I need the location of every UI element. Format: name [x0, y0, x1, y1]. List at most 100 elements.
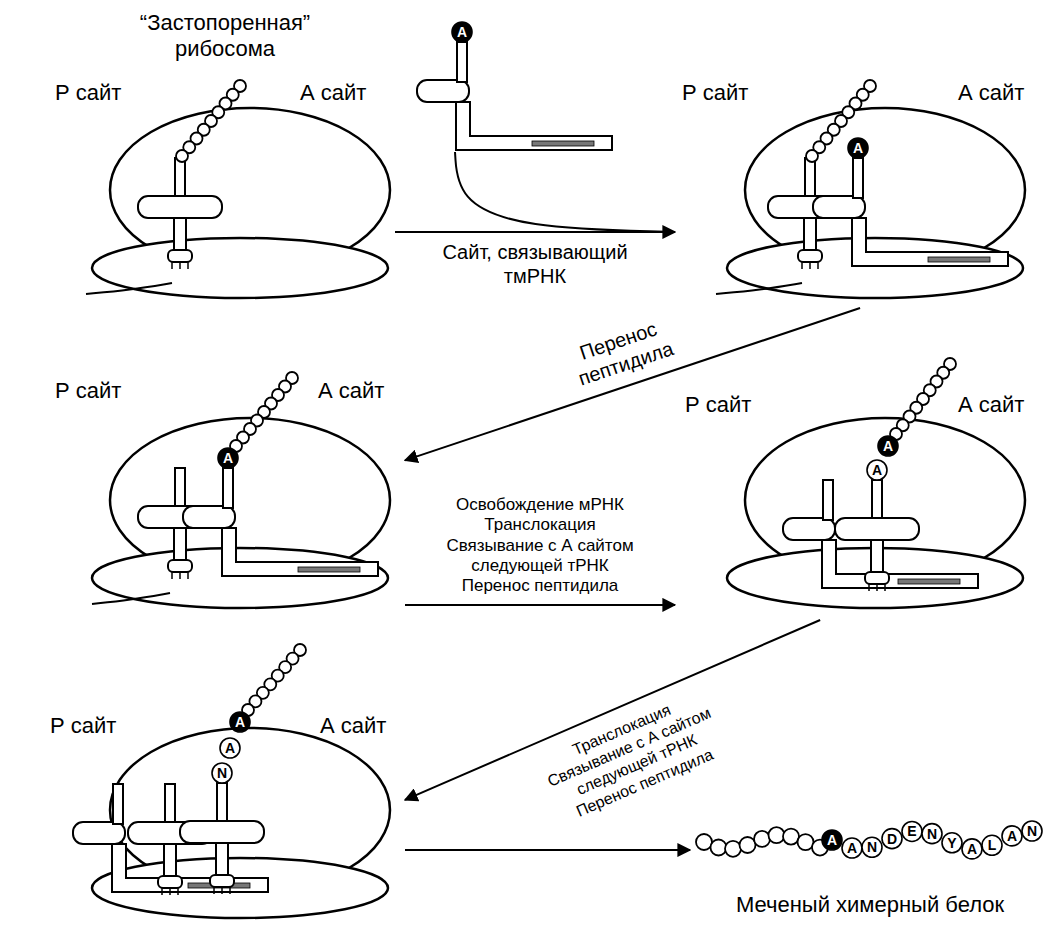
- tmrna-stem: [853, 158, 863, 198]
- residue-letter: A: [457, 24, 467, 41]
- site-label: А сайт: [958, 80, 1024, 106]
- arrow-label: Перенос пептидила: [557, 310, 686, 394]
- tmrna-arm: [417, 80, 469, 102]
- acceptor-stem: [165, 784, 175, 822]
- amino-acid: [740, 837, 756, 853]
- tmrna-stem: [223, 468, 233, 508]
- ribosome-panel: Р сайтА сайтA: [675, 8, 1055, 308]
- anticodon-loop: [168, 250, 192, 262]
- small-subunit: [92, 548, 388, 608]
- tmrna-body: [456, 102, 612, 150]
- residue-letter: N: [1027, 823, 1037, 840]
- residue-letter: Y: [947, 834, 956, 851]
- tag-residue-circle: [862, 837, 882, 857]
- anticodon-loop: [798, 250, 822, 262]
- tmrna-stem: [113, 784, 123, 824]
- site-label: Р сайт: [685, 392, 751, 418]
- residue-letter: A: [847, 840, 857, 857]
- tmrna: [73, 784, 268, 892]
- anticodon-stem: [174, 218, 186, 250]
- anticodon-tick: [169, 888, 171, 895]
- tmrna-stem: [823, 480, 833, 520]
- tmrna-body: [852, 218, 1008, 266]
- amino-acid: [696, 834, 712, 850]
- tag-residue-circle: [867, 460, 887, 480]
- residue-letter: D: [887, 830, 897, 847]
- site-label: Р сайт: [682, 80, 748, 106]
- tmrna: [183, 468, 378, 576]
- anticodon-stem: [216, 843, 228, 875]
- tag-residue-circle: [942, 833, 962, 853]
- amino-acid: [176, 150, 188, 162]
- alanine-tag-circle: [230, 712, 250, 732]
- anticodon-tick: [177, 888, 179, 895]
- site-label: А сайт: [318, 378, 384, 404]
- ribosome-panel: Р сайтА сайтAA: [675, 340, 1055, 620]
- tag-residue-circle: [220, 738, 240, 758]
- residue-letter: A: [827, 832, 837, 849]
- residue-letter: L: [988, 837, 997, 854]
- anticodon-tick: [161, 888, 163, 895]
- panel-title: “Застопоренная” рибосома: [125, 10, 325, 63]
- tmrna-arm: [73, 822, 125, 844]
- anticodon-tick: [187, 262, 189, 269]
- trna: [835, 480, 919, 591]
- amino-acid: [711, 839, 727, 855]
- amino-acid: [806, 150, 818, 162]
- peptide-chain: [230, 372, 298, 452]
- residue-letter: A: [1007, 827, 1017, 844]
- trna: [180, 783, 264, 894]
- tmrna-stem: [457, 42, 467, 82]
- tag-residue-circle: [922, 824, 942, 844]
- anticodon-stem: [174, 528, 186, 560]
- anticodon-stem: [164, 844, 176, 876]
- tag-residue-circle: [1002, 826, 1022, 846]
- anticodon-tick: [801, 262, 803, 269]
- acceptor-stem: [805, 158, 815, 196]
- anticodon-tick: [213, 887, 215, 894]
- tmrna-figure: A: [420, 8, 620, 152]
- peptide-chain: [242, 644, 306, 716]
- anticodon-loop: [210, 875, 234, 887]
- residue-letter: A: [872, 462, 882, 479]
- anticodon-tick: [179, 262, 181, 269]
- tmrna-body: [222, 528, 378, 576]
- anticodon-stem: [871, 540, 883, 572]
- alanine-tag-circle: [878, 436, 898, 456]
- arrow-label: Освобождение мРНК Транслокация Связывани…: [438, 495, 643, 597]
- amino-acid: [798, 834, 814, 850]
- orf-bar: [532, 141, 594, 146]
- caption: Меченый химерный белок: [736, 892, 1004, 918]
- process-arrow: [405, 604, 675, 606]
- acceptor-stem: [175, 158, 185, 196]
- anticodon-tick: [884, 584, 886, 591]
- anticodon-tick: [817, 262, 819, 269]
- anticodon-loop: [168, 560, 192, 572]
- residue-letter: A: [235, 714, 245, 731]
- anticodon-tick: [809, 262, 811, 269]
- tag-residue-circle: [962, 839, 982, 859]
- anticodon-stem: [804, 218, 816, 250]
- anticodon-loop: [865, 572, 889, 584]
- acceptor-stem: [872, 480, 882, 518]
- process-arrow: [455, 152, 675, 232]
- alanine-tag-circle: [848, 138, 868, 158]
- tmrna-body: [822, 540, 978, 588]
- process-arrow: [405, 849, 690, 851]
- peptide-chain: [176, 80, 246, 162]
- acceptor-stem: [175, 468, 185, 506]
- anticodon-tick: [868, 584, 870, 591]
- residue-letter: E: [907, 823, 916, 840]
- anticodon-tick: [876, 584, 878, 591]
- anticodon-tick: [171, 262, 173, 269]
- mrna-strand: [716, 283, 802, 294]
- peptide-chain: [806, 80, 876, 162]
- trna: [138, 158, 222, 269]
- orf-bar: [298, 567, 360, 572]
- ribosome-panel: Р сайтА сайтA: [40, 340, 405, 620]
- amino-acid: [725, 841, 741, 857]
